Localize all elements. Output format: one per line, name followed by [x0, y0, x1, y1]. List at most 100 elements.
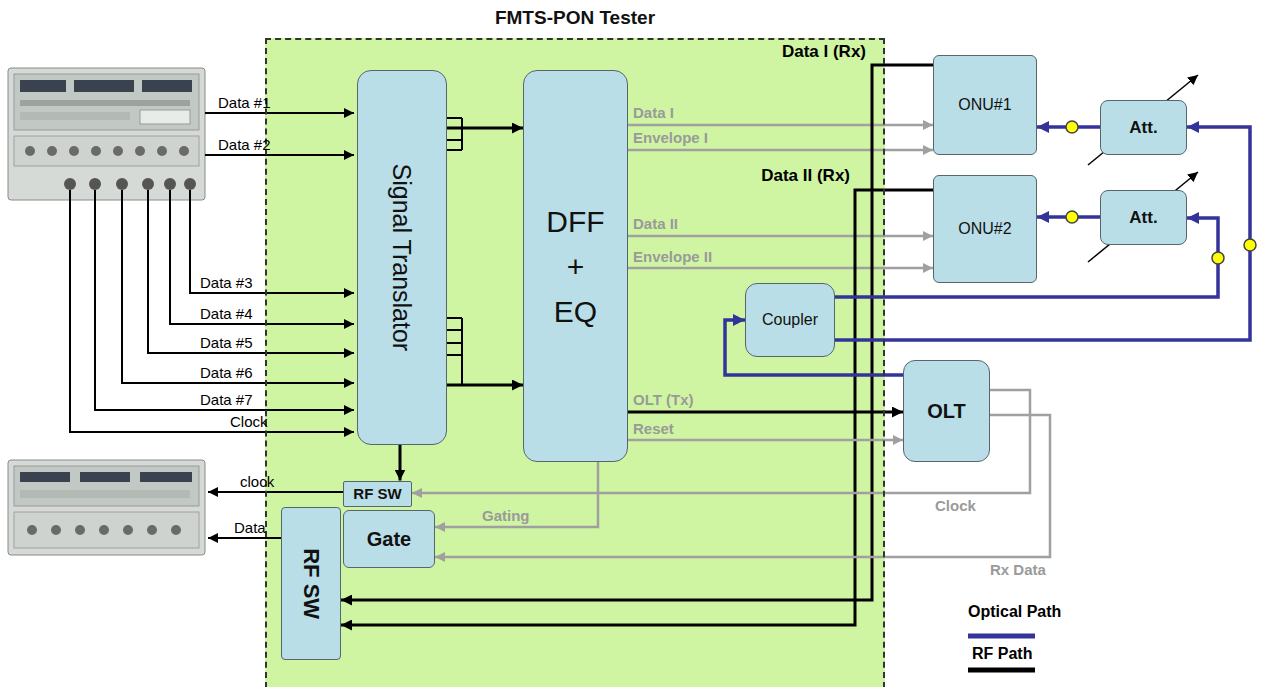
variable-arrow [1088, 75, 1198, 165]
rf-path [628, 411, 903, 414]
tester-ground [265, 38, 885, 687]
rf-switch-box: RF SW [343, 481, 412, 507]
signal-wire [205, 154, 354, 156]
pattern-generator [20, 80, 66, 92]
optical-connector [1066, 121, 1078, 133]
pattern-generator [8, 68, 205, 200]
signal-name: Data #7 [200, 391, 253, 408]
gate-box: Gate [343, 510, 435, 568]
error-detector [20, 490, 190, 498]
signal-name: Data #4 [200, 305, 253, 322]
signal-wire [205, 112, 354, 114]
box-label: Coupler [762, 311, 818, 329]
error-detector [8, 460, 205, 555]
box-label: Att. [1129, 208, 1157, 228]
pattern-generator [140, 110, 190, 124]
pattern-generator [25, 146, 35, 156]
error-detector [51, 525, 61, 535]
signal-name: Data #6 [200, 364, 253, 381]
pattern-generator [74, 80, 134, 92]
pattern-generator [8, 68, 205, 200]
pattern-generator [116, 178, 128, 190]
pattern-generator [164, 178, 176, 190]
rf-path [341, 65, 933, 600]
box-label: ONU#1 [958, 96, 1011, 114]
rf-path [435, 462, 598, 527]
signal-name: Data II [633, 215, 678, 232]
error-detector [99, 525, 109, 535]
signal-wire [208, 491, 343, 493]
coupler-box: Coupler [745, 283, 835, 357]
signal-name: Clock [230, 413, 268, 430]
attenuator-box: Att. [1100, 190, 1187, 245]
error-detector [140, 472, 192, 482]
pattern-generator [113, 146, 123, 156]
error-detector [75, 525, 85, 535]
legend-text: Optical Path [968, 603, 1061, 621]
signal-name: clock [240, 473, 274, 490]
signal-name: Rx Data [990, 561, 1046, 578]
signal-wire [70, 113, 462, 538]
legend-sample [968, 634, 1035, 639]
signal-name: Clock [935, 497, 976, 514]
signal-name: Envelope I [633, 129, 708, 146]
dff-eq-box: DFF + EQ [523, 70, 628, 462]
rf-path [628, 124, 933, 127]
rf-path [628, 149, 933, 152]
pattern-generator [142, 80, 192, 92]
error-detector [123, 525, 133, 535]
signal-name: Envelope II [633, 248, 712, 265]
signal-name: Reset [633, 420, 674, 437]
tester-region: FMTS-PON TesterSignal TranslatorDFF + EQ… [265, 38, 885, 687]
legend-sample [968, 636, 1035, 670]
error-detector [14, 466, 199, 506]
signal-name: Data I [633, 104, 674, 121]
pattern-generator [69, 146, 79, 156]
rf-path [447, 127, 523, 130]
optical-connector [1244, 239, 1256, 251]
pattern-generator [20, 100, 190, 106]
signal-name: Data #5 [200, 334, 253, 351]
optical-connector [1212, 252, 1224, 264]
box-label: Gate [367, 528, 411, 551]
box-label: ONU#2 [958, 220, 1011, 238]
box-label: RF SW [298, 548, 323, 619]
rf-path [628, 267, 933, 270]
signal-wire [170, 190, 354, 324]
box-label: DFF + EQ [544, 199, 608, 334]
rf-path [628, 235, 933, 238]
signal-name: Data I (Rx) [782, 42, 866, 62]
signal-name: Data #1 [218, 94, 271, 111]
onu-box: ONU#1 [933, 55, 1037, 155]
pattern-generator [184, 178, 196, 190]
error-detector [20, 472, 70, 482]
rf-switch-box: RF SW [281, 507, 341, 660]
optical-connector [1066, 211, 1078, 223]
signal-name: Gating [482, 507, 530, 524]
box-label: RF SW [353, 485, 401, 502]
signal-wire [70, 190, 354, 432]
onu-box: ONU#2 [933, 175, 1037, 283]
attenuator-box: Att. [1100, 100, 1187, 155]
error-detector [8, 460, 205, 555]
pattern-generator [64, 178, 76, 190]
pattern-generator [89, 178, 101, 190]
signal-name: Data #2 [218, 136, 271, 153]
pattern-generator [47, 146, 57, 156]
signal-wire [148, 190, 354, 353]
box-label: OLT [927, 400, 966, 423]
pattern-generator [179, 146, 189, 156]
signal-name: Data II (Rx) [761, 166, 850, 186]
legend-text: RF Path [972, 645, 1032, 663]
pattern-generator [20, 112, 130, 120]
error-detector [14, 512, 199, 548]
rf-path [447, 384, 523, 387]
error-detector [171, 525, 181, 535]
signal-name: Data [234, 519, 266, 536]
legend-sample [968, 668, 1035, 673]
variable-arrow [1088, 75, 1198, 262]
